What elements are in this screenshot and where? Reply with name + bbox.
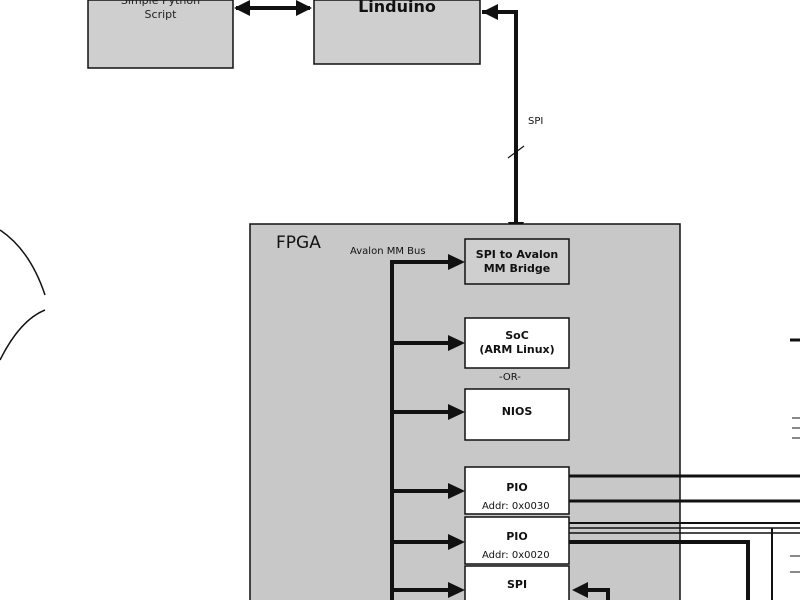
- pio1-label: PIO: [506, 481, 528, 494]
- bus-arrow-pio1: [448, 483, 465, 499]
- pio2-addr: Addr: 0x0020: [482, 550, 550, 561]
- python-script-line1: Simple Python: [120, 0, 201, 7]
- spi-bridge-box: [464, 238, 570, 285]
- fpga-label: FPGA: [276, 233, 321, 253]
- soc-label: SoC (ARM Linux): [465, 329, 569, 357]
- nios-box: [464, 388, 570, 441]
- spi-bridge-label: SPI to Avalon MM Bridge: [465, 248, 569, 276]
- linduino-label: Linduino: [358, 0, 436, 16]
- arrowhead-left: [234, 0, 250, 16]
- pio2-label: PIO: [506, 530, 528, 543]
- spi-link-label: SPI: [528, 116, 544, 127]
- linduino-box: [313, 0, 481, 65]
- bus-arrow-spi: [448, 582, 465, 598]
- python-script-box: [87, 0, 234, 69]
- spi-slash: [507, 145, 525, 159]
- bus-arrow-pio2: [448, 534, 465, 550]
- python-script-label: Simple Python Script: [88, 0, 233, 22]
- spi-block-box: [464, 565, 570, 600]
- soc-box: [464, 317, 570, 369]
- spi-return-arrow: [572, 582, 588, 598]
- spi-bridge-line2: MM Bridge: [483, 262, 551, 275]
- left-curve-top: [0, 229, 46, 296]
- bus-arrow-bridge: [448, 254, 465, 270]
- soc-line1: SoC: [505, 329, 529, 342]
- spi-return-line: [584, 588, 610, 600]
- pio2-box: [464, 516, 570, 565]
- soc-line2: (ARM Linux): [479, 343, 555, 356]
- bus-arrow-soc: [448, 335, 465, 351]
- pio1-box: [464, 466, 570, 515]
- left-curve-bottom: [0, 309, 46, 361]
- spi-block-label: SPI: [506, 578, 528, 591]
- python-script-line2: Script: [144, 8, 177, 21]
- pio1-addr: Addr: 0x0030: [482, 501, 550, 512]
- arrowhead-right: [296, 0, 312, 16]
- spi-bridge-line1: SPI to Avalon: [475, 248, 559, 261]
- nios-label: NIOS: [501, 405, 533, 418]
- pio2-bus-out: [569, 540, 750, 600]
- bus-arrow-nios: [448, 404, 465, 420]
- spi-arrow-up: [482, 4, 498, 20]
- avalon-bus-label: Avalon MM Bus: [350, 246, 426, 257]
- or-label: -OR-: [499, 372, 521, 383]
- spi-link: [482, 10, 518, 222]
